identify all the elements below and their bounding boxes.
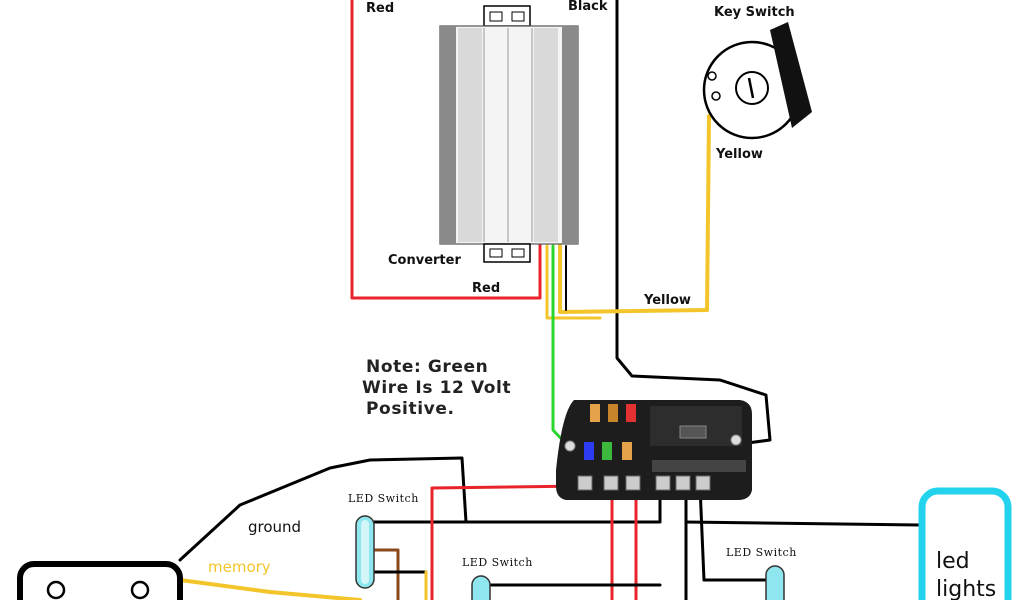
battery-plug-pin-2 xyxy=(130,580,150,600)
rocker-switch-icon xyxy=(471,575,491,600)
fuse-block-label xyxy=(679,425,707,439)
label-yellow-wire: Yellow xyxy=(643,293,691,308)
black-wire-converter xyxy=(615,0,772,446)
label-converter: Converter xyxy=(388,253,461,268)
led-light-box-icon xyxy=(918,487,1012,600)
fuse-terminal-bottom-6 xyxy=(695,475,711,491)
label-key-switch: Key Switch xyxy=(714,5,795,20)
fuse-terminal-bottom-1 xyxy=(577,475,593,491)
fuse-3 xyxy=(626,404,636,422)
led-switch-3[interactable] xyxy=(765,565,785,600)
key-switch-slot xyxy=(747,77,755,99)
converter-panel-2 xyxy=(534,28,558,242)
label-led-switch-3: LED Switch xyxy=(726,546,797,559)
red-wire-switch1 xyxy=(430,484,586,600)
yellow-wire-keyswitch xyxy=(558,114,711,314)
label-led-lights-2: lights xyxy=(936,577,996,600)
key-switch-terminal-2 xyxy=(711,91,721,101)
rocker-switch-highlight xyxy=(361,520,369,584)
fuse-terminal-bottom-3 xyxy=(625,475,641,491)
key-switch-handle xyxy=(770,22,812,128)
converter-fin-right xyxy=(562,26,578,244)
label-black-top: Black xyxy=(568,0,608,14)
label-yellow-key: Yellow xyxy=(715,147,763,162)
converter-fin-left xyxy=(440,26,456,244)
label-led-switch-2: LED Switch xyxy=(462,556,533,569)
fuse-2 xyxy=(608,404,618,422)
note-line-3: Positive. xyxy=(366,399,455,419)
labels: Red Black Key Switch Yellow Converter Re… xyxy=(208,0,996,600)
label-memory: memory xyxy=(208,558,271,576)
converter-top-tab-hole-2 xyxy=(511,11,525,22)
note-line-1: Note: Green xyxy=(366,357,488,377)
converter-top-tab-hole-1 xyxy=(489,11,503,22)
memory-wire xyxy=(178,578,362,600)
fuse-terminal-bottom-5 xyxy=(675,475,691,491)
note-line-2: Wire Is 12 Volt xyxy=(362,378,511,398)
label-ground: ground xyxy=(248,518,301,536)
rocker-switch-icon xyxy=(765,565,785,600)
fuse-terminal-black xyxy=(730,434,742,446)
black-wire-ledlights xyxy=(684,520,922,527)
label-red-top: Red xyxy=(366,1,394,16)
yellow-wire-converter xyxy=(545,244,602,320)
red-wire-converter xyxy=(350,0,542,300)
black-wire-down-2 xyxy=(698,484,772,582)
fuse-block-led-strip xyxy=(652,460,746,472)
key-switch-icon xyxy=(702,22,812,140)
battery-plug-pin-1 xyxy=(46,580,66,600)
fuse-6 xyxy=(622,442,632,460)
label-led-switch-1: LED Switch xyxy=(348,492,419,505)
converter-bottom-tab-hole-1 xyxy=(489,248,503,258)
converter-bottom-tab-hole-2 xyxy=(511,248,525,258)
fuse-block-icon xyxy=(556,400,752,500)
label-led-lights-1: led xyxy=(936,549,970,574)
led-switch-1[interactable] xyxy=(355,515,375,589)
label-red-bottom: Red xyxy=(472,281,500,296)
led-switch-2[interactable] xyxy=(471,575,491,600)
battery-plug-icon xyxy=(17,561,183,600)
fuse-1 xyxy=(590,404,600,422)
converter-panel-1 xyxy=(458,28,482,242)
fuse-terminal-bottom-2 xyxy=(603,475,619,491)
fuse-5 xyxy=(602,442,612,460)
fuse-terminal-bottom-4 xyxy=(655,475,671,491)
key-switch-terminal-1 xyxy=(707,71,717,81)
brown-wire-switch1 xyxy=(372,548,400,600)
fuse-terminal-green xyxy=(564,440,576,452)
wires xyxy=(178,0,922,600)
fuse-4 xyxy=(584,442,594,460)
ground-wire xyxy=(178,456,468,562)
battery-plug-body xyxy=(17,561,183,600)
converter xyxy=(439,5,579,263)
